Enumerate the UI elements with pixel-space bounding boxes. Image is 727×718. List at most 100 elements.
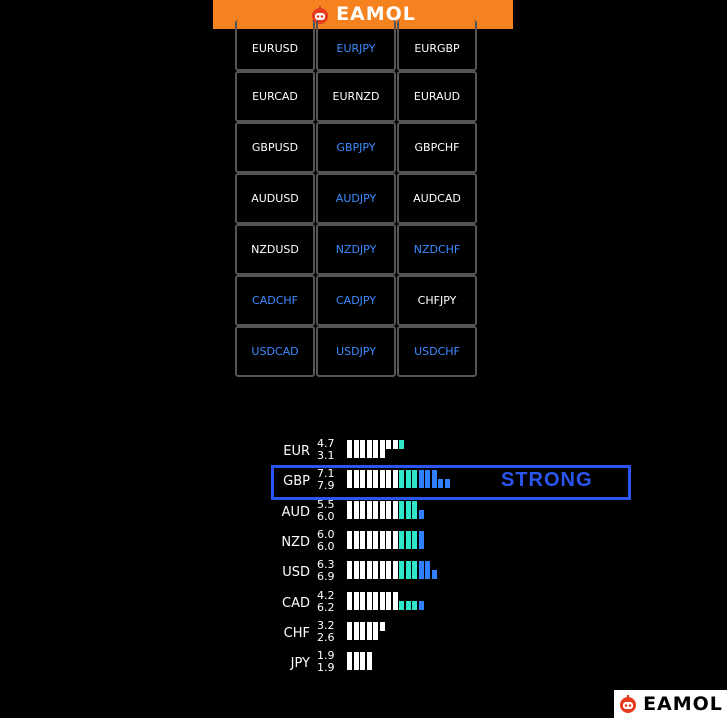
pair-button-gbpusd[interactable]: GBPUSD (235, 122, 315, 173)
strength-bar-long-segment (386, 509, 391, 519)
strength-bar-short-segment (347, 470, 352, 480)
strength-bar-long-segment (386, 570, 391, 580)
strength-bar-long-segment (360, 661, 365, 671)
strength-bar-short-segment (392, 561, 398, 571)
strength-value-long: 1.9 (317, 661, 335, 675)
pair-button-usdchf[interactable]: USDCHF (397, 326, 477, 377)
strength-value-long: 3.1 (317, 449, 335, 462)
strength-bar-long-segment (392, 539, 398, 549)
pair-button-euraud[interactable]: EURAUD (397, 71, 477, 122)
strength-bar-long-segment (438, 479, 443, 489)
strength-bar-long-segment (418, 479, 424, 489)
strength-bar-short-segment (392, 530, 398, 540)
strength-bar-short-segment (366, 591, 372, 601)
robot-logo-icon (312, 5, 329, 24)
currency-label: CHF (283, 625, 310, 641)
strength-bar-short-segment (392, 470, 398, 480)
strength-bar-long-segment (379, 539, 385, 549)
pair-button-nzdusd[interactable]: NZDUSD (235, 224, 315, 275)
strength-value-long: 2.6 (317, 630, 335, 644)
pair-button-cadchf[interactable]: CADCHF (235, 275, 315, 326)
strength-bar-short-segment (412, 470, 417, 480)
strength-bar-short-segment (386, 500, 391, 510)
currency-label: GBP (283, 474, 310, 490)
corner-brand-name: EAMOL (643, 692, 723, 715)
strength-bar-short-segment (412, 500, 417, 510)
strength-bar-long-segment (353, 600, 359, 610)
strength-bar-short-segment (379, 591, 385, 601)
strength-bar-short-segment (373, 470, 378, 480)
strength-bar-long-segment (353, 479, 359, 489)
strength-value-long: 6.0 (317, 509, 335, 523)
brand-banner: EAMOL (213, 0, 513, 29)
strength-bar-long-segment (399, 600, 404, 610)
strength-bar-short-segment (353, 621, 359, 631)
strength-bar-short-segment (405, 530, 411, 540)
strength-bar-long-segment (347, 630, 352, 640)
strength-bar-long-segment (347, 479, 352, 489)
strength-bar-short-segment (353, 591, 359, 601)
brand-name: EAMOL (336, 3, 416, 25)
strength-bar-long-segment (412, 570, 417, 580)
pair-button-cadjpy[interactable]: CADJPY (316, 275, 396, 326)
strength-bar-long-segment (373, 449, 378, 458)
strength-bar-short-segment (373, 591, 378, 601)
pair-button-eurnzd[interactable]: EURNZD (316, 71, 396, 122)
strength-bar-short-segment (418, 530, 424, 540)
strength-bar-short-segment (418, 470, 424, 480)
strength-bar-short-segment (366, 652, 372, 662)
pair-button-eurcad[interactable]: EURCAD (235, 71, 315, 122)
pair-button-audusd[interactable]: AUDUSD (235, 173, 315, 224)
strength-value-short: 3.2 (317, 618, 335, 632)
strength-bar-short-segment (379, 530, 385, 540)
strength-bar-long-segment (444, 479, 450, 489)
strength-bar-long-segment (360, 539, 365, 549)
strength-value-short: 6.0 (317, 527, 335, 541)
strength-bar-short-segment (386, 530, 391, 540)
pair-button-eurusd[interactable]: EURUSD (235, 20, 315, 71)
strength-bar-short-segment (360, 652, 365, 662)
pair-button-nzdchf[interactable]: NZDCHF (397, 224, 477, 275)
strength-bar-long-segment (392, 479, 398, 489)
strength-bar-short-segment (412, 530, 417, 540)
pair-button-eurjpy[interactable]: EURJPY (316, 20, 396, 71)
strength-bar-long-segment (353, 661, 359, 671)
strength-bar-short-segment (347, 530, 352, 540)
strength-bar-short-segment (347, 621, 352, 631)
strength-bar-short-segment (399, 530, 404, 540)
strength-bar-short-segment (399, 440, 404, 449)
pair-button-usdcad[interactable]: USDCAD (235, 326, 315, 377)
strength-bar-long-segment (386, 539, 391, 549)
strength-bar-short-segment (431, 470, 437, 480)
pair-button-audcad[interactable]: AUDCAD (397, 173, 477, 224)
strength-bar-short-segment (347, 500, 352, 510)
pair-button-nzdjpy[interactable]: NZDJPY (316, 224, 396, 275)
strength-bar-long-segment (360, 449, 365, 458)
pair-button-gbpchf[interactable]: GBPCHF (397, 122, 477, 173)
pair-button-usdjpy[interactable]: USDJPY (316, 326, 396, 377)
strength-bar-short-segment (366, 621, 372, 631)
strength-bar-short-segment (386, 440, 391, 449)
pair-button-audjpy[interactable]: AUDJPY (316, 173, 396, 224)
strength-value-short: 5.5 (317, 497, 335, 511)
strength-bar-long-segment (405, 509, 411, 519)
strength-bar-long-segment (347, 509, 352, 519)
strength-bar-short-segment (379, 500, 385, 510)
strength-bar-long-segment (347, 661, 352, 671)
pair-button-eurgbp[interactable]: EURGBP (397, 20, 477, 71)
strength-bar-long-segment (399, 539, 404, 549)
strength-bar-short-segment (353, 561, 359, 571)
pair-button-chfjpy[interactable]: CHFJPY (397, 275, 477, 326)
strength-bar-short-segment (386, 591, 391, 601)
strength-bar-short-segment (425, 470, 430, 480)
pair-button-gbpjpy[interactable]: GBPJPY (316, 122, 396, 173)
